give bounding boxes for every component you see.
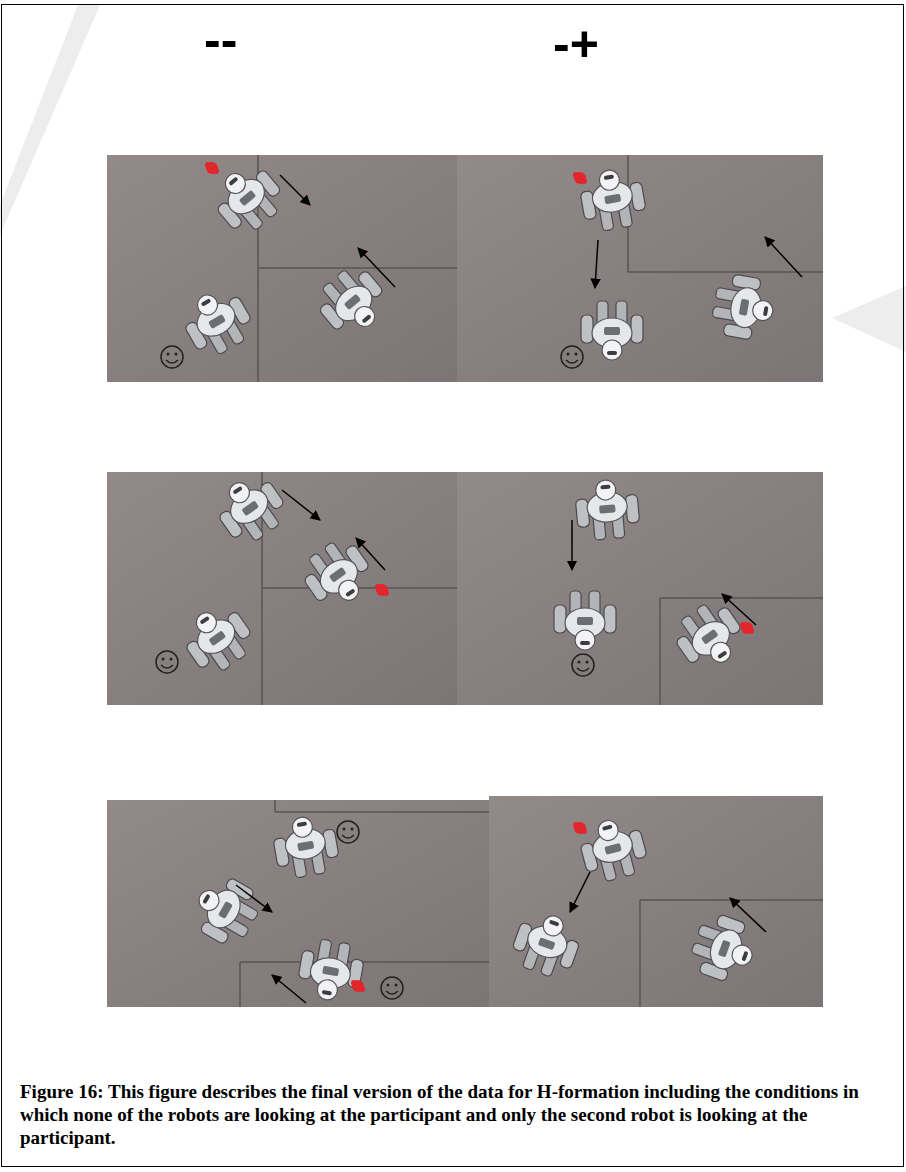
scene-panel xyxy=(107,155,457,382)
scene-panel xyxy=(457,155,823,382)
watermark-band xyxy=(0,5,100,235)
scene-panel xyxy=(107,800,489,1007)
figure-frame xyxy=(2,5,904,1167)
scene-panel xyxy=(457,472,823,705)
scene-panel xyxy=(489,796,823,1007)
figure-caption: Figure 16: This figure describes the fin… xyxy=(20,1080,886,1149)
column-heading: -- xyxy=(204,12,237,68)
watermark-band xyxy=(832,286,906,352)
column-heading: -+ xyxy=(553,16,599,72)
scene-panel xyxy=(107,467,457,705)
